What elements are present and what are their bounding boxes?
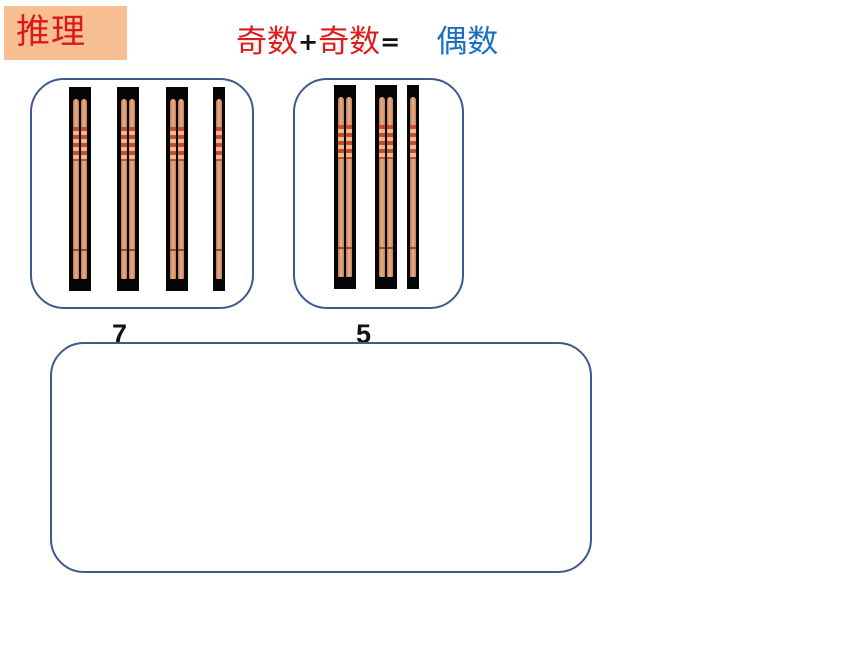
equation-plus: + (298, 28, 319, 56)
answer-box[interactable] (50, 342, 592, 573)
group-a-count: 7 (112, 319, 128, 349)
chopsticks-icon (117, 87, 139, 291)
equation-term-1: 奇数 (236, 24, 298, 60)
equation-term-2: 奇数 (318, 24, 381, 60)
chopsticks-icon (334, 85, 356, 289)
chopsticks-icon (69, 87, 91, 291)
chopsticks-icon (375, 85, 397, 289)
equation-result: 偶数 (436, 24, 499, 60)
chopstick-group-a (30, 78, 254, 309)
chopstick-group-b (293, 78, 464, 309)
equation: 奇数+奇数=偶数 (236, 20, 498, 64)
title-badge: 推理 (4, 6, 127, 60)
group-b-count: 5 (356, 319, 372, 349)
chopsticks-icon (407, 85, 419, 289)
equation-equals: = (380, 28, 401, 56)
chopsticks-icon (213, 87, 225, 291)
page-title: 推理 (16, 12, 86, 52)
chopsticks-icon (166, 87, 188, 291)
